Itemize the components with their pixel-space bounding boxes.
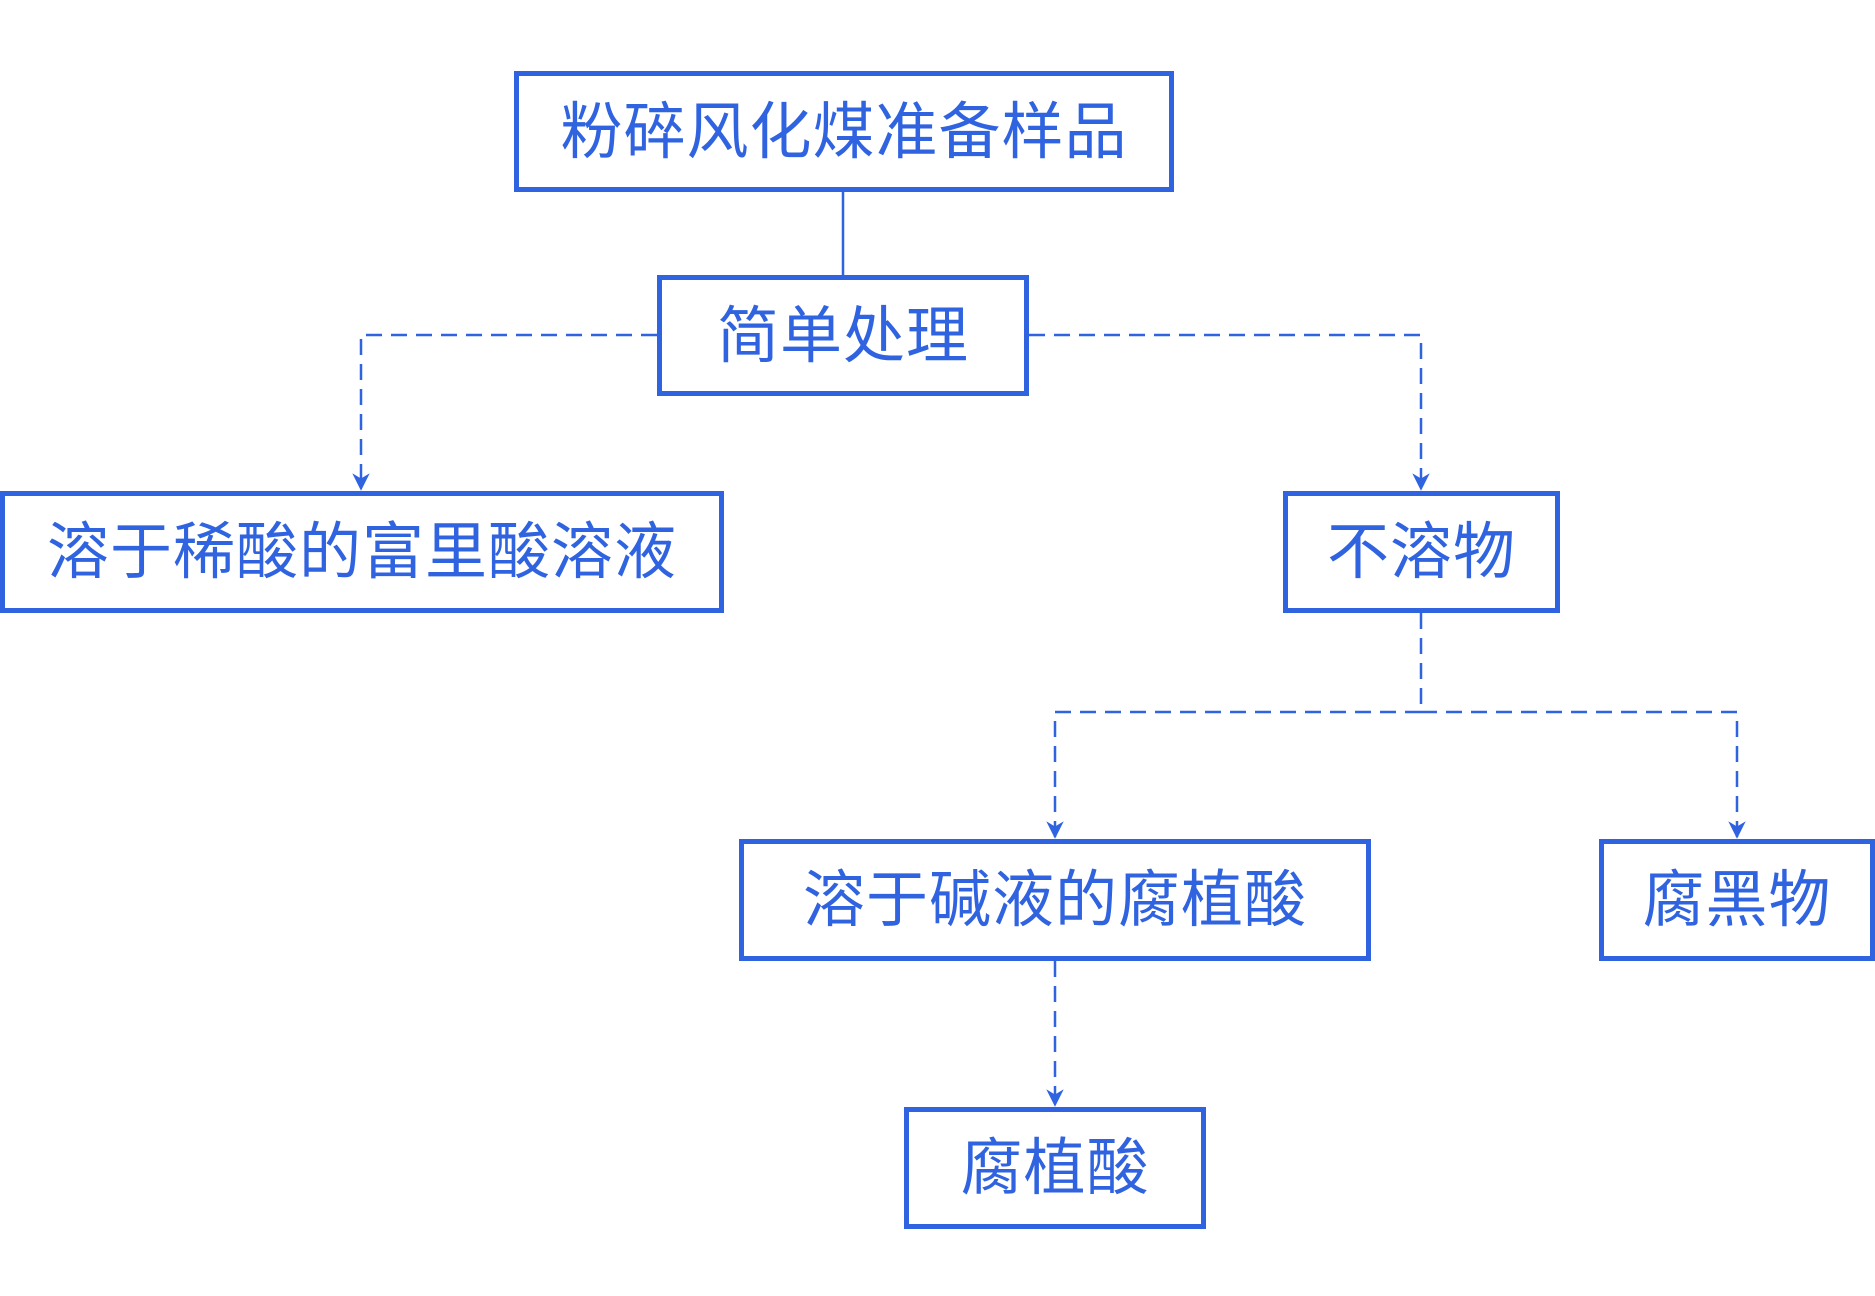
node-label: 粉碎风化煤准备样品: [560, 94, 1128, 168]
node-crush-sample: 粉碎风化煤准备样品: [514, 71, 1174, 192]
node-label: 溶于碱液的腐植酸: [802, 863, 1307, 936]
edge-insoluble-to-alkali: [1046, 710, 1421, 839]
node-label: 简单处理: [716, 298, 969, 372]
edge-simple-to-fulvic: [352, 333, 657, 491]
node-label: 不溶物: [1326, 515, 1516, 588]
node-fulvic-acid-solution: 溶于稀酸的富里酸溶液: [0, 491, 724, 613]
node-alkali-soluble-humic: 溶于碱液的腐植酸: [739, 839, 1371, 961]
node-label: 腐黑物: [1642, 863, 1832, 936]
node-label: 腐植酸: [960, 1131, 1150, 1204]
edge-simple-to-insoluble: [1029, 333, 1430, 491]
node-simple-treatment: 简单处理: [657, 275, 1029, 396]
edge-insoluble-to-humin: [1421, 710, 1746, 839]
node-humin: 腐黑物: [1599, 839, 1875, 961]
node-insoluble-matter: 不溶物: [1283, 491, 1560, 613]
node-label: 溶于稀酸的富里酸溶液: [46, 515, 677, 588]
node-humic-acid: 腐植酸: [904, 1107, 1206, 1229]
